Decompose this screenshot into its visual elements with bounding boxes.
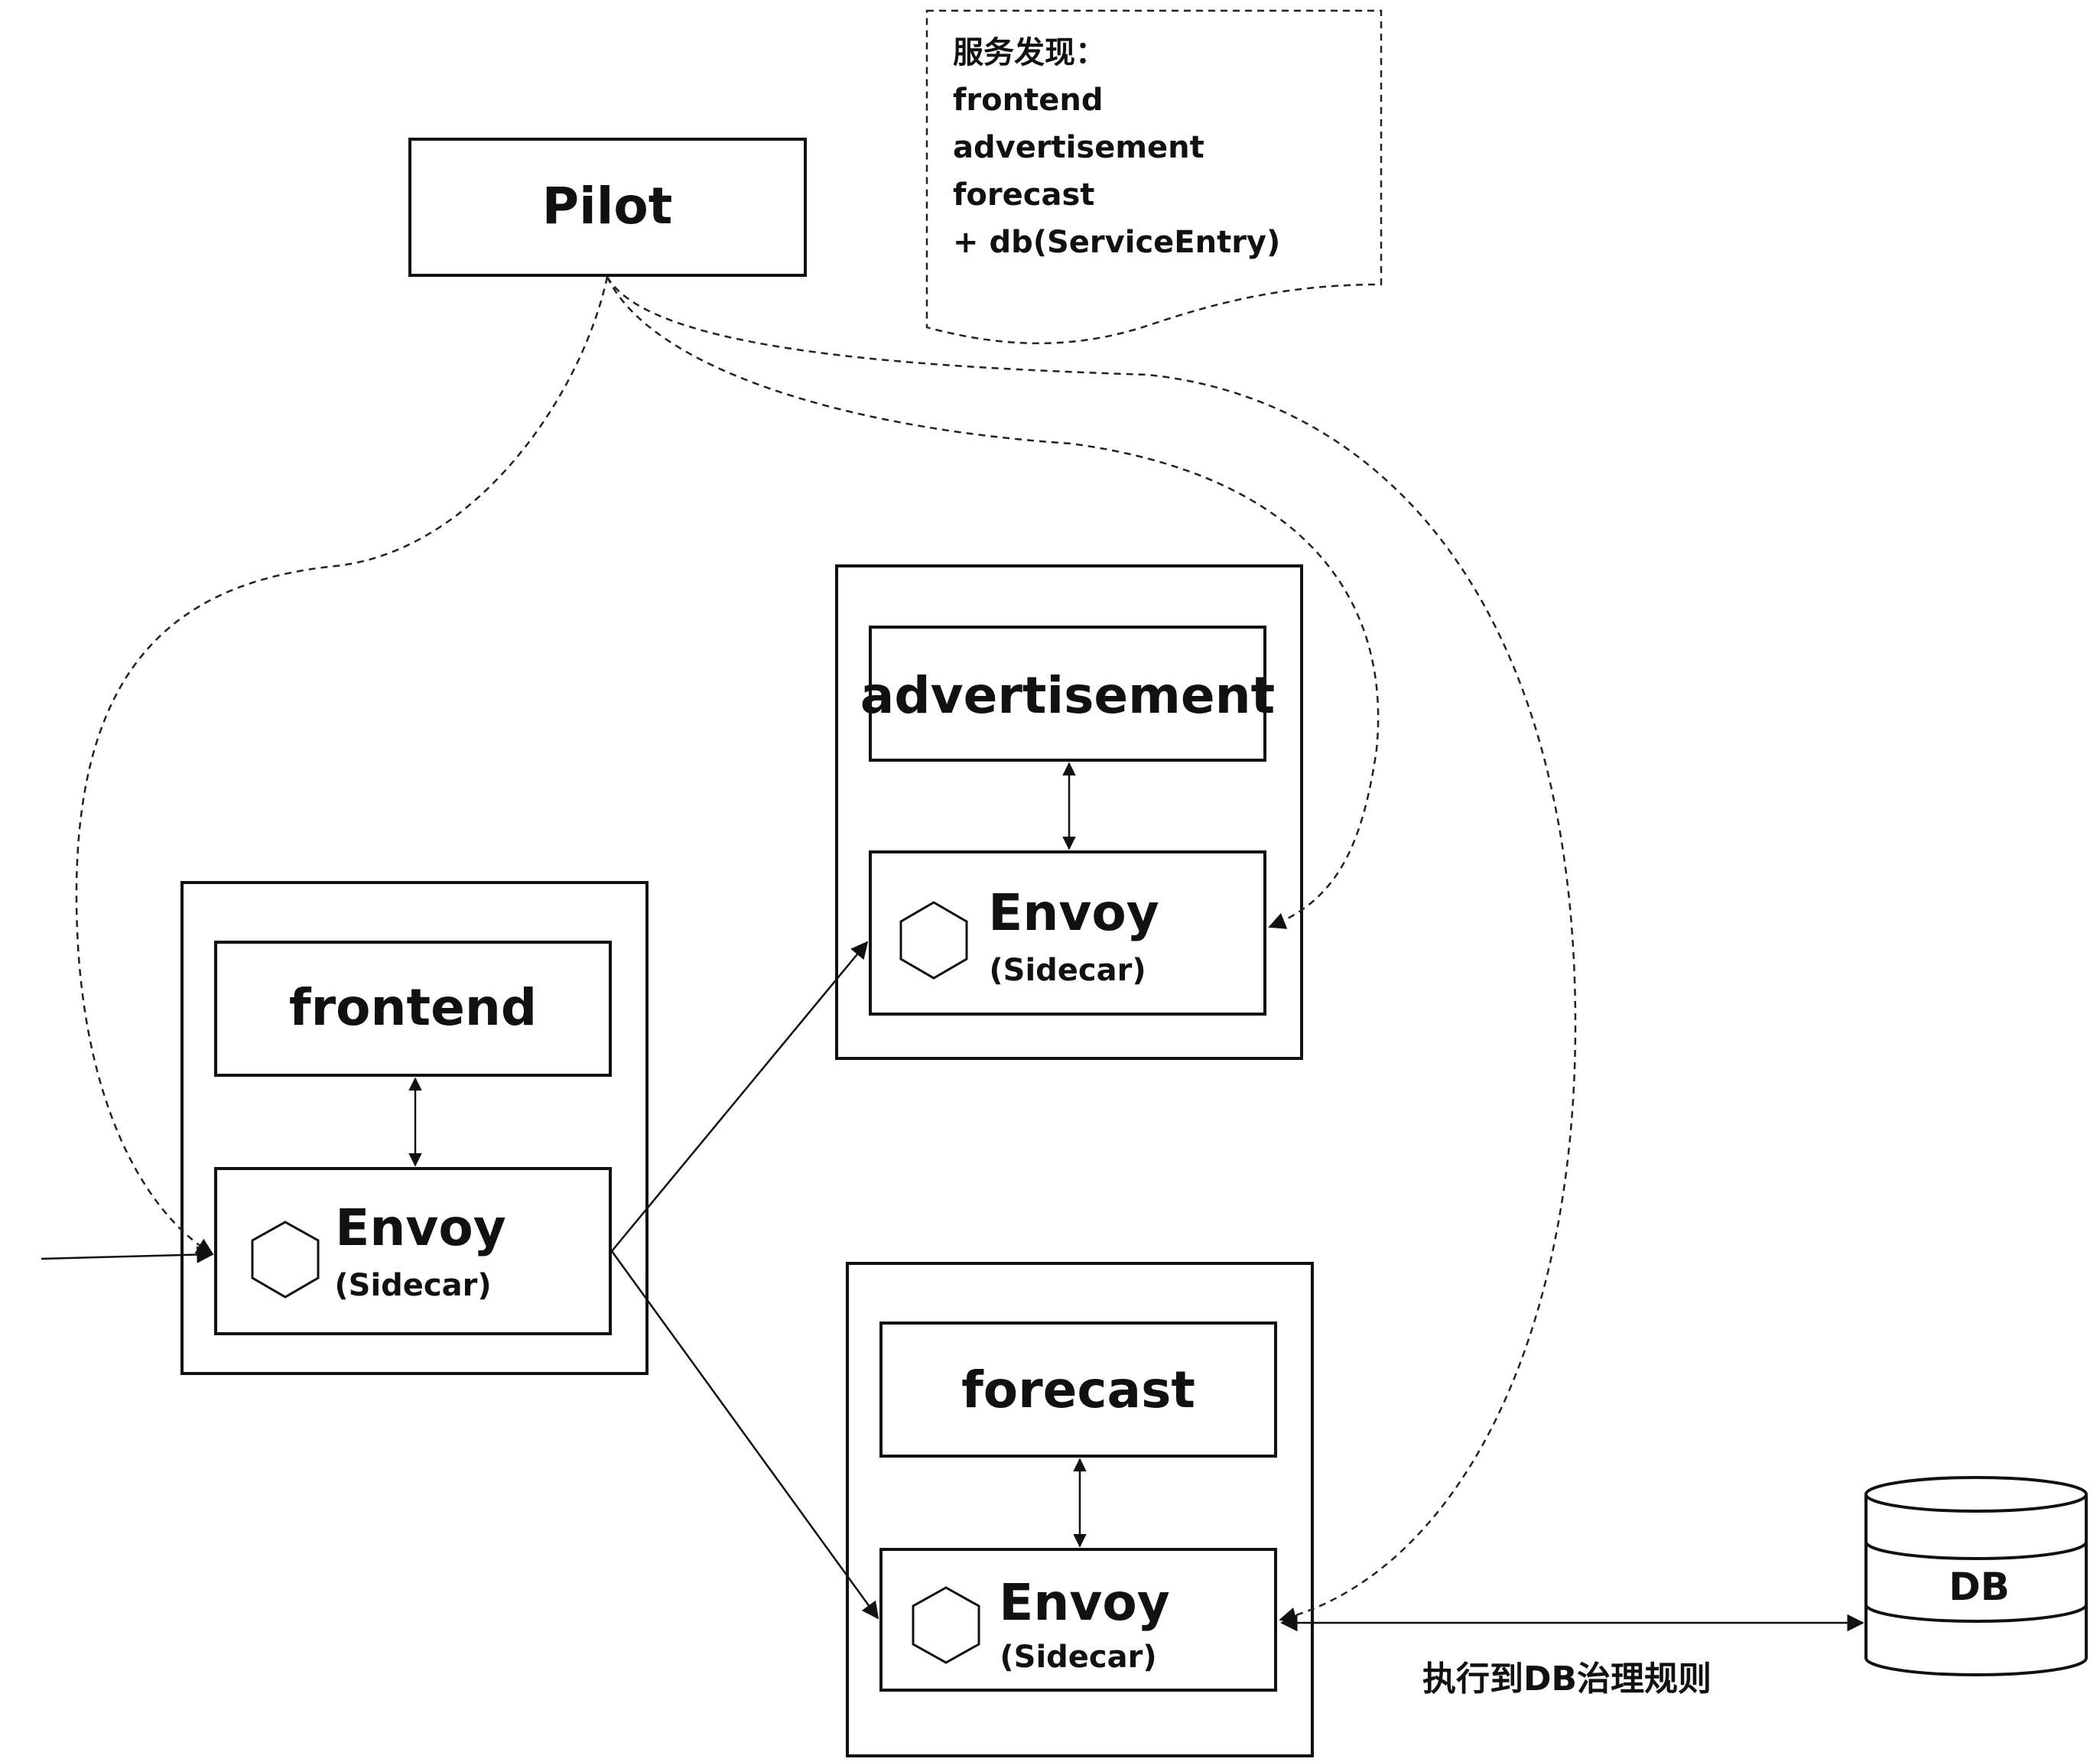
advertisement-app-box (869, 626, 1266, 762)
pilot-box (408, 138, 807, 277)
frontend-envoy-label: Envoy (335, 1198, 505, 1257)
note-line-advertisement: advertisement (953, 130, 1204, 165)
hexagon-icon (251, 1221, 320, 1299)
frontend-to-forecast-edge (610, 1250, 879, 1620)
pilot-node: Pilot (408, 138, 807, 277)
advertisement-app-label: advertisement (860, 666, 1275, 725)
db-cylinder-top (1864, 1476, 2088, 1513)
advertisement-sidecar-label: (Sidecar) (989, 953, 1146, 988)
pilot-to-forecast-envoy-edge (606, 276, 1577, 1624)
forecast-envoy-label: Envoy (999, 1573, 1169, 1632)
note-line-forecast: forecast (953, 177, 1094, 213)
advertisement-pod: advertisement Envoy (Sidecar) (835, 564, 1303, 1060)
frontend-sidecar-label: (Sidecar) (334, 1268, 491, 1303)
advertisement-envoy-label: Envoy (988, 883, 1159, 942)
pilot-to-frontend-envoy-edge (75, 276, 609, 1256)
frontend-app-box (214, 941, 612, 1077)
forecast-app-label: forecast (961, 1361, 1195, 1419)
service-discovery-note: 服务发现： frontend advertisement forecast + … (925, 9, 1383, 345)
note-line-frontend: frontend (953, 83, 1103, 118)
frontend-pod: frontend Envoy (Sidecar) (180, 881, 649, 1375)
pilot-to-advertisement-envoy-edge (606, 276, 1380, 929)
note-border (925, 9, 1383, 345)
forecast-pod: forecast Envoy (Sidecar) (846, 1262, 1314, 1757)
hexagon-icon (899, 901, 968, 980)
hexagon-icon (912, 1586, 980, 1664)
forecast-app-box (879, 1322, 1277, 1458)
pilot-label: Pilot (542, 177, 673, 236)
frontend-envoy-box (214, 1167, 612, 1335)
frontend-to-advertisement-edge (611, 941, 869, 1252)
note-line-db-serviceentry: + db(ServiceEntry) (953, 225, 1280, 260)
db-band-2 (1864, 1604, 2088, 1623)
db-cylinder-body (1864, 1494, 2088, 1676)
db-node: DB (1864, 1476, 2088, 1676)
frontend-app-label: frontend (289, 978, 537, 1037)
db-label: DB (1949, 1565, 2010, 1609)
db-edge-label: 执行到DB治理规则 (1422, 1660, 1712, 1699)
forecast-envoy-box (879, 1548, 1277, 1692)
advertisement-envoy-box (869, 850, 1266, 1016)
forecast-sidecar-label: (Sidecar) (1000, 1640, 1156, 1675)
db-band-1 (1864, 1541, 2088, 1560)
note-title: 服务发现： (953, 35, 1106, 70)
ingress-to-frontend-edge (41, 1246, 214, 1263)
